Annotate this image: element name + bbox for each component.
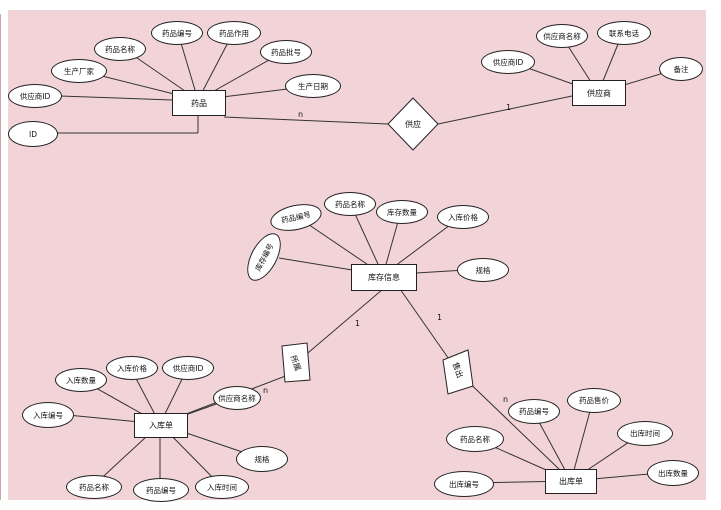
sell-diamond-shape [442, 349, 474, 395]
attr-drug-effect[interactable]: 药品作用 [207, 21, 261, 45]
attr-inv-name[interactable]: 药品名称 [324, 192, 376, 216]
attr-drug-batch[interactable]: 药品批号 [260, 40, 312, 64]
card-supply-n: n [298, 110, 304, 119]
attr-out-qty[interactable]: 出库数量 [647, 460, 699, 486]
card-supply-1: 1 [506, 103, 512, 112]
entity-supplier[interactable]: 供应商 [572, 80, 626, 106]
attr-drug-supplier-id[interactable]: 供应商ID [8, 84, 62, 108]
card-sell-n: n [503, 395, 509, 404]
attr-sup-note[interactable]: 备注 [659, 57, 703, 81]
attr-out-time[interactable]: 出库时间 [617, 421, 673, 446]
entity-outbound[interactable]: 出库单 [545, 469, 597, 494]
attr-drug-id[interactable]: ID [8, 121, 58, 147]
entity-inbound[interactable]: 入库单 [134, 413, 188, 438]
left-border [0, 14, 9, 500]
attr-sup-name[interactable]: 供应商名称 [536, 24, 588, 48]
card-belongs-n: n [263, 386, 269, 395]
entity-inventory[interactable]: 库存信息 [351, 264, 417, 291]
attr-in-qty[interactable]: 入库数量 [55, 368, 107, 392]
attr-in-time[interactable]: 入库时间 [195, 475, 249, 499]
attr-out-drug-code[interactable]: 药品编号 [508, 399, 560, 424]
attr-inv-price[interactable]: 入库价格 [437, 205, 489, 229]
attr-out-drug-name[interactable]: 药品名称 [446, 426, 504, 452]
attr-in-sup-name[interactable]: 供应商名称 [213, 386, 261, 410]
attr-drug-code[interactable]: 药品编号 [151, 21, 203, 45]
attr-sup-phone[interactable]: 联系电话 [597, 21, 651, 45]
card-belongs-1: 1 [355, 319, 361, 328]
attr-sup-id[interactable]: 供应商ID [481, 50, 535, 74]
attr-in-price[interactable]: 入库价格 [106, 356, 158, 380]
attr-drug-name[interactable]: 药品名称 [94, 37, 146, 61]
attr-out-code[interactable]: 出库编号 [434, 471, 494, 497]
attr-in-sup-id[interactable]: 供应商ID [162, 356, 214, 380]
belongs-diamond-shape [281, 342, 311, 383]
attr-prod-date[interactable]: 生产日期 [285, 74, 341, 98]
attr-in-code[interactable]: 入库编号 [22, 402, 74, 428]
attr-in-spec[interactable]: 规格 [236, 446, 288, 472]
attr-manufacturer[interactable]: 生产厂家 [51, 59, 107, 83]
attr-inv-qty[interactable]: 库存数量 [376, 200, 428, 224]
attr-in-drug-name[interactable]: 药品名称 [66, 475, 122, 499]
card-sell-1: 1 [437, 313, 443, 322]
entity-drug[interactable]: 药品 [172, 90, 226, 116]
supply-diamond-shape [387, 97, 439, 151]
attr-in-drug-code[interactable]: 药品编号 [133, 478, 189, 502]
attr-out-price[interactable]: 药品售价 [567, 388, 621, 413]
relation-supply[interactable]: 供应 [405, 119, 421, 129]
attr-inv-spec[interactable]: 规格 [457, 258, 509, 282]
